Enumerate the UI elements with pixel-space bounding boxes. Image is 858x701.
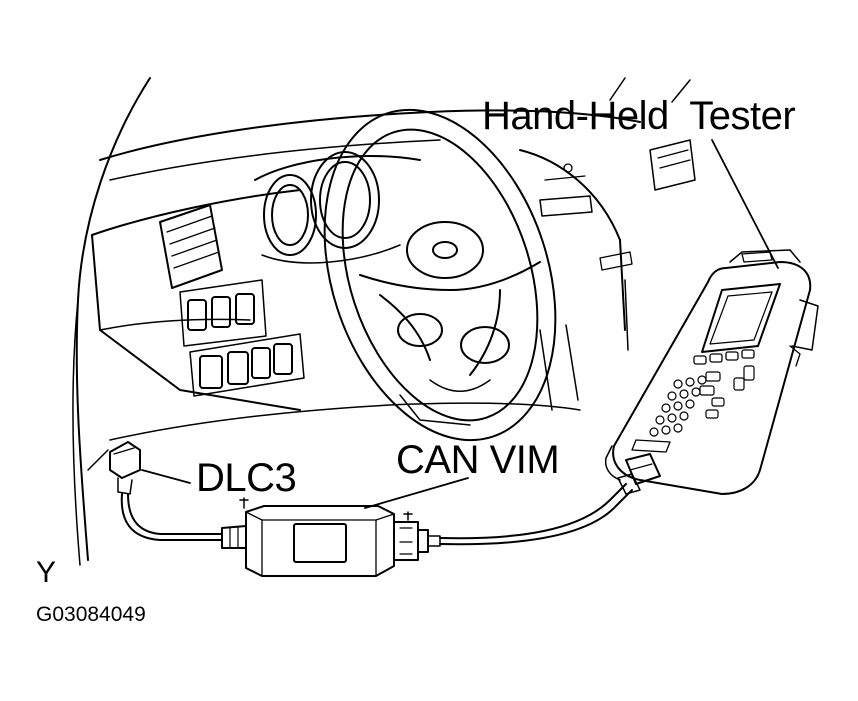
dlc3-connector xyxy=(109,441,141,495)
switch-panel-lower xyxy=(189,333,305,397)
can-vim-leader-line xyxy=(364,477,469,509)
hand-held-tester-label: Hand-Held Tester xyxy=(482,94,796,138)
figure-id-label: G03084049 xyxy=(36,603,146,626)
cable-dlc3-to-vim xyxy=(120,493,223,541)
can-vim-module xyxy=(221,497,429,577)
dlc3-leader-line xyxy=(141,469,191,484)
instrument-cluster xyxy=(254,151,421,264)
can-vim-label: CAN VIM xyxy=(396,438,560,482)
air-vent xyxy=(159,204,223,289)
dashboard-drawing xyxy=(72,77,696,566)
switch-panel-upper xyxy=(179,279,267,347)
view-letter-label: Y xyxy=(36,556,57,589)
dlc3-label: DLC3 xyxy=(196,456,297,500)
hand-held-tester-device xyxy=(604,249,819,495)
steering-wheel xyxy=(323,108,557,442)
center-console xyxy=(519,149,633,411)
tester-leader-line xyxy=(711,139,779,269)
cable-vim-to-tester xyxy=(427,483,633,547)
